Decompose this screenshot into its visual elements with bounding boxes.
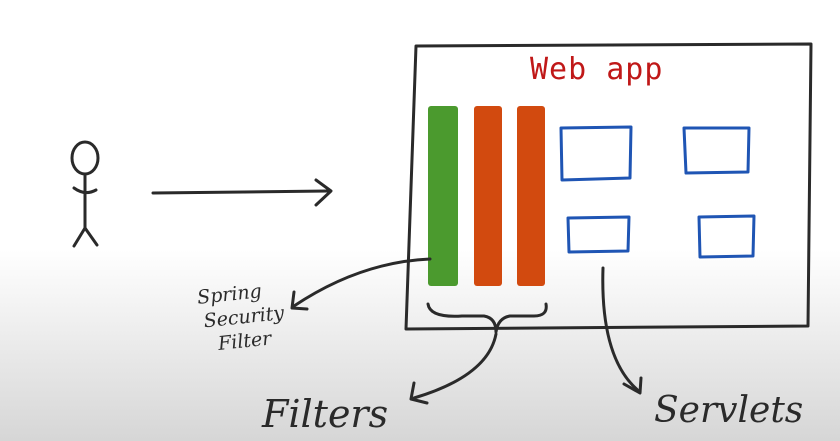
spring-security-filter-bar bbox=[428, 106, 458, 286]
stick-figure-user-icon bbox=[70, 140, 100, 248]
filters-brace bbox=[426, 302, 548, 334]
servlet-box bbox=[697, 214, 756, 259]
filters-label: Filters bbox=[262, 392, 389, 436]
request-arrow-icon bbox=[151, 178, 333, 207]
webapp-container bbox=[404, 42, 813, 331]
spring-filter-pointer-arrow bbox=[290, 257, 432, 311]
filter-bar bbox=[474, 106, 502, 286]
filter-bar bbox=[517, 106, 545, 286]
servlets-label: Servlets bbox=[654, 390, 804, 431]
servlet-box bbox=[682, 126, 751, 175]
servlet-box bbox=[559, 125, 633, 182]
spring-security-filter-label: Spring Security Filter bbox=[196, 275, 313, 358]
servlet-box bbox=[566, 215, 631, 254]
servlets-pointer-arrow bbox=[601, 266, 643, 395]
webapp-title: Web app bbox=[530, 52, 664, 87]
filters-pointer-arrow bbox=[409, 332, 498, 405]
